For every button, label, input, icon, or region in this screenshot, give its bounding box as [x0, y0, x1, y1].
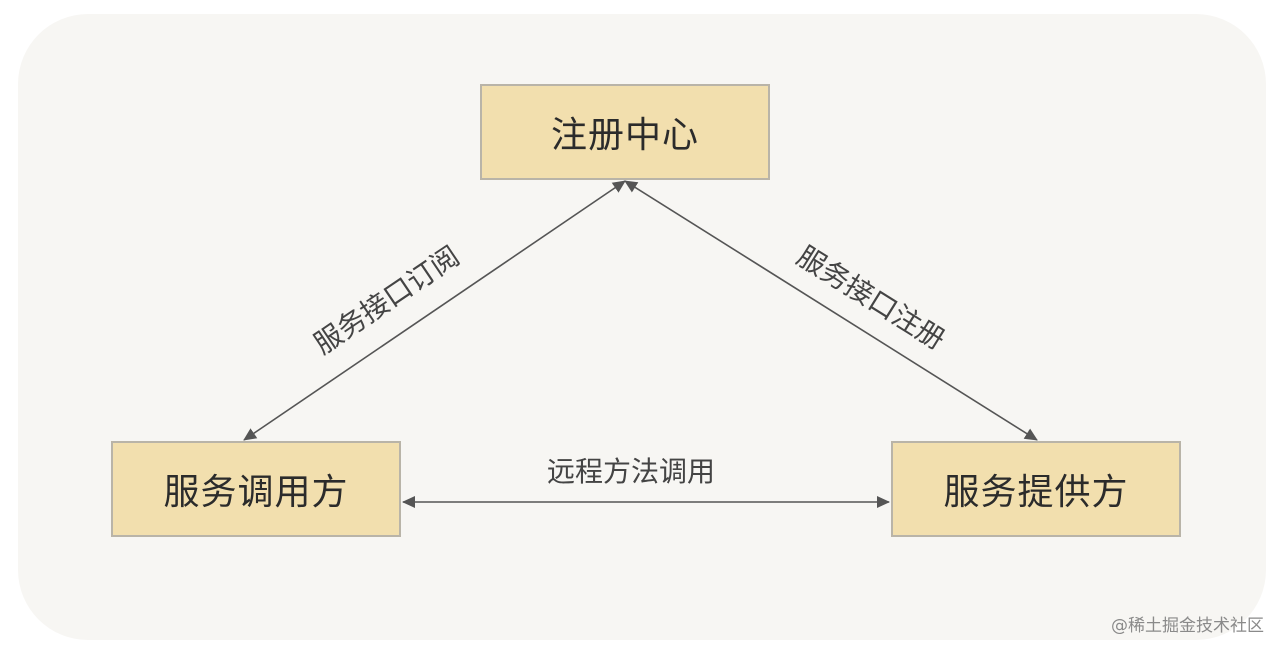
rpc-label: 远程方法调用 — [547, 455, 715, 488]
register-edge — [624, 180, 1038, 441]
provider-node: 服务提供方 — [891, 441, 1181, 537]
provider-node-label: 服务提供方 — [943, 472, 1129, 513]
registry-node: 注册中心 — [480, 84, 770, 180]
consumer-node-label: 服务调用方 — [163, 472, 349, 513]
subscribe-edge — [243, 180, 626, 441]
watermark: @稀土掘金技术社区 — [1111, 616, 1264, 636]
register-label: 服务接口注册 — [791, 239, 951, 356]
consumer-node: 服务调用方 — [111, 441, 401, 537]
registry-node-label: 注册中心 — [550, 115, 699, 156]
